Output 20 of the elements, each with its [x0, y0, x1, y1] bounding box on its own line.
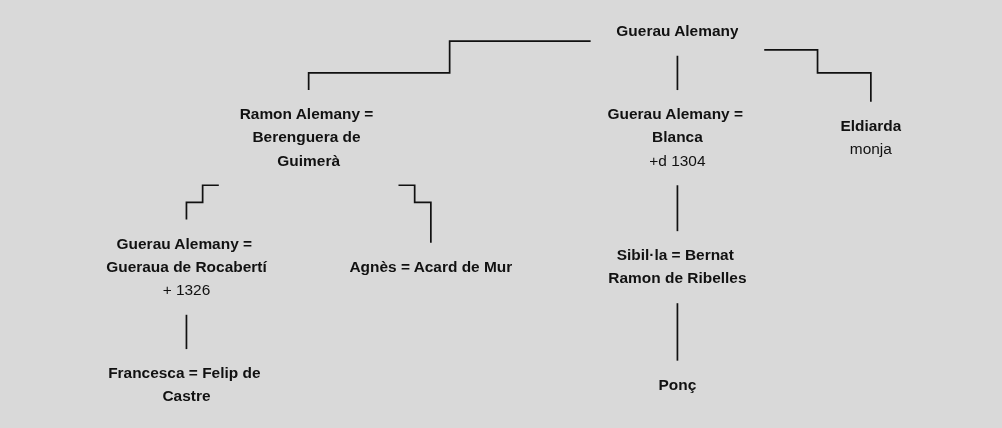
node-text: Eldiarda — [840, 117, 902, 135]
connector — [676, 184, 679, 232]
connector — [676, 54, 679, 91]
connector — [185, 184, 220, 221]
node-text: Sibil·la = Bernat Ramon de Ribelles — [608, 246, 747, 287]
node-text: Francesca = Felip de Castre — [108, 364, 261, 405]
node-text: Guerau Alemany = Blanca — [607, 105, 743, 146]
connector — [676, 302, 679, 362]
node-text: Ramon Alemany = Berenguera de Guimerà — [239, 105, 374, 169]
node-text: Agnès = Acard de Mur — [349, 258, 513, 276]
node-label: +d 1304 — [649, 151, 706, 169]
connector — [185, 313, 188, 350]
connector — [397, 184, 432, 244]
node-label: monja — [849, 140, 892, 158]
connector — [763, 49, 872, 103]
node-text: Guerau Alemany = Gueraua de Rocabertí — [106, 235, 267, 276]
connector — [307, 40, 592, 91]
node-text: Guerau Alemany — [616, 22, 739, 40]
node-label: + 1326 — [162, 281, 211, 299]
node-text: Ponç — [658, 376, 697, 394]
